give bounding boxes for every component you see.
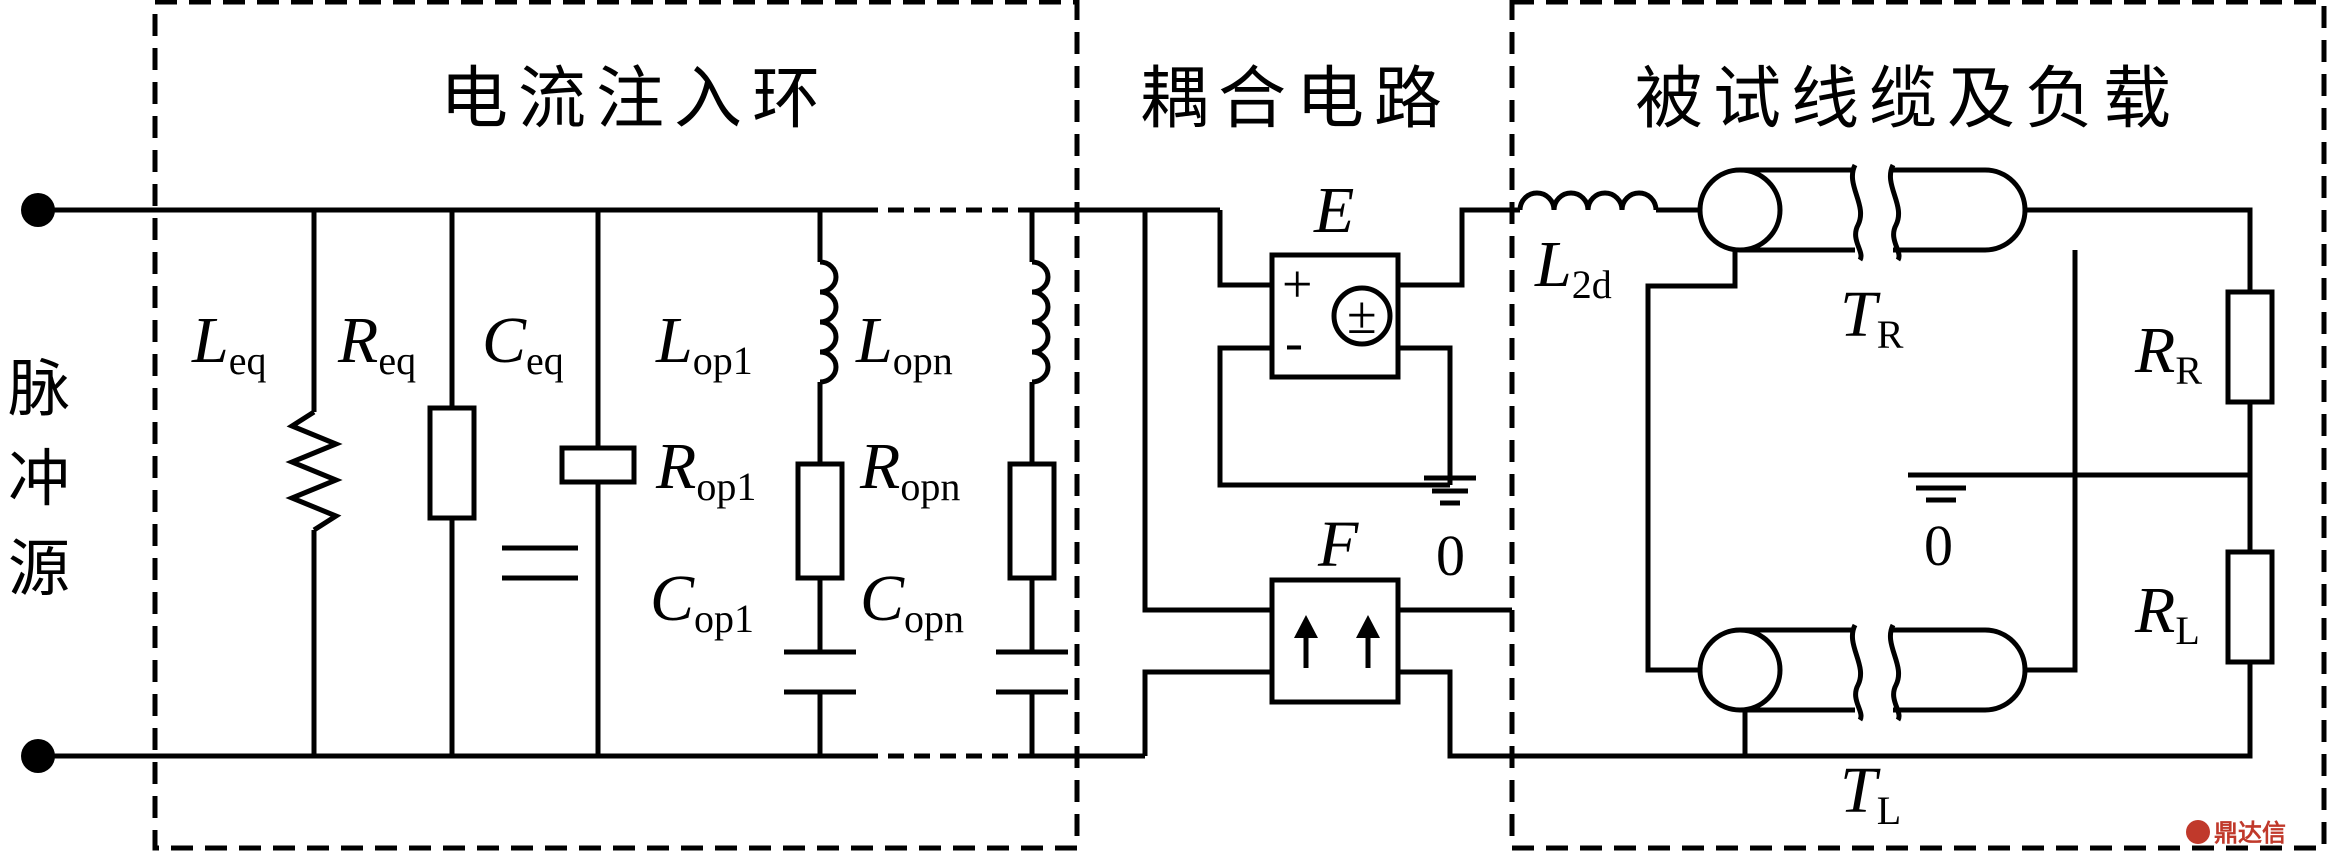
resistor-req (427, 210, 477, 756)
branch-op1 (784, 210, 856, 756)
label-ceq: Ceq (482, 304, 564, 383)
label-rl: RL (2134, 574, 2200, 653)
injection-loop-frame (152, 0, 1080, 851)
svg-text:鼎达信: 鼎达信 (2214, 819, 2286, 847)
cable-load-wires (1512, 207, 2253, 759)
source-label-char-3: 源 (8, 532, 70, 605)
resistor-rl (2225, 549, 2275, 665)
label-lop1: Lop1 (655, 304, 753, 383)
ground-label-right: 0 (1924, 513, 1953, 578)
label-leq: Leq (191, 304, 266, 383)
section-title-injection-loop: 电流注入环 (440, 60, 830, 139)
capacitor-ceq (502, 210, 637, 756)
ground-icon (1424, 475, 1476, 506)
source-label-char-1: 脉 (8, 352, 70, 425)
coupling-wires (1142, 207, 1520, 759)
section-title-cable-load: 被试线缆及负载 (1635, 60, 2181, 139)
cable-tl (1697, 623, 2028, 722)
voltage-source-e (1269, 252, 1401, 380)
e-plus-sign: + (1282, 254, 1312, 314)
ground-label-left: 0 (1436, 523, 1465, 588)
label-tr: TR (1840, 278, 1904, 357)
label-cop1: Cop1 (650, 562, 754, 641)
cable-tr (1697, 163, 2028, 262)
watermark-logo: 鼎达信 (2186, 819, 2286, 847)
label-copn: Copn (860, 562, 964, 641)
label-l2d: L2d (1534, 228, 1612, 307)
source-label-char-2: 冲 (8, 442, 70, 515)
section-title-coupling: 耦合电路 (1140, 60, 1452, 139)
label-lopn: Lopn (855, 304, 953, 383)
resistor-rr (2225, 289, 2275, 405)
label-req: Req (337, 304, 416, 383)
e-source-symbol: ± (1347, 285, 1377, 345)
cable-load-frame (1509, 0, 2327, 851)
e-minus-sign: - (1285, 312, 1303, 372)
current-source-f (1269, 577, 1401, 705)
inductor-leq (285, 210, 343, 756)
label-tl: TL (1840, 754, 1901, 833)
label-f: F (1317, 508, 1359, 581)
inductor-l2d (1517, 190, 1718, 213)
branch-opn (996, 210, 1068, 756)
label-ropn: Ropn (859, 430, 960, 509)
label-rop1: Rop1 (655, 430, 756, 509)
ground-icon-right (1908, 472, 1975, 503)
label-e: E (1313, 174, 1354, 247)
label-rr: RR (2134, 314, 2202, 393)
